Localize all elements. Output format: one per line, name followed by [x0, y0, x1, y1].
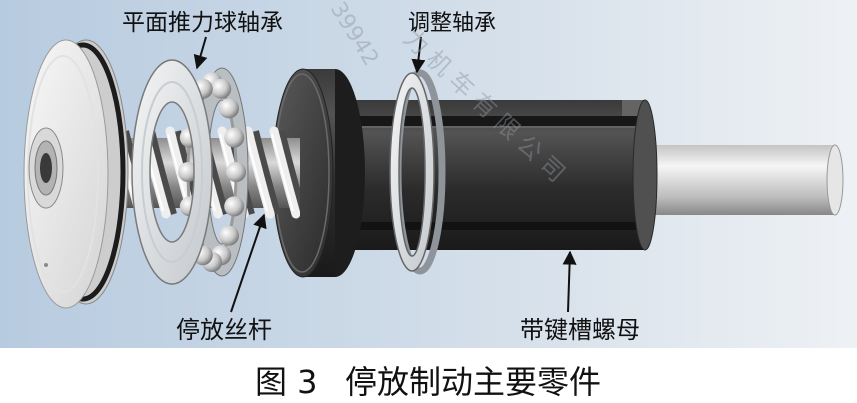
keyed-nut — [272, 68, 658, 278]
disc-center-hole — [40, 153, 52, 183]
shaft-body — [640, 145, 835, 215]
arrow-thrust-ball-bearing — [193, 36, 208, 70]
nut-keyway-upper — [352, 116, 637, 126]
disc-mark — [44, 263, 48, 267]
disc-face — [23, 39, 109, 309]
label-adjusting-bearing: 调整轴承 — [408, 11, 496, 36]
bearing-ball — [178, 162, 198, 182]
adjusting-bearing-ring — [389, 72, 435, 272]
adjusting-bearing — [389, 69, 446, 275]
label-thrust-ball-bearing: 平面推力球轴承 — [122, 10, 283, 36]
nut-keyway-lower — [352, 222, 637, 230]
bearing-ball — [226, 162, 246, 182]
arrow-parking-screw — [230, 213, 267, 313]
bearing-ball — [224, 127, 245, 148]
bearing-ball — [211, 78, 232, 99]
nut-end-face — [632, 99, 658, 251]
shaft-end-face — [826, 144, 844, 216]
figure-caption: 停放制动主要零件 — [345, 363, 601, 401]
output-shaft — [640, 144, 844, 216]
end-disc — [23, 39, 129, 309]
arrow-adjusting-bearing — [411, 36, 426, 74]
thrust-ball-bearing — [131, 59, 249, 285]
arrow-keyed-nut — [562, 250, 577, 313]
bearing-front-washer — [131, 59, 213, 285]
label-keyed-nut: 带键槽螺母 — [520, 316, 640, 344]
figure-number: 图 3 — [255, 363, 318, 401]
bearing-ball — [224, 196, 245, 217]
bearing-ball — [219, 225, 239, 246]
bearing-raceway-groove — [141, 81, 203, 263]
label-parking-screw: 停放丝杆 — [176, 316, 272, 344]
disc-face-ring — [27, 55, 99, 293]
bearing-ball — [219, 98, 239, 119]
